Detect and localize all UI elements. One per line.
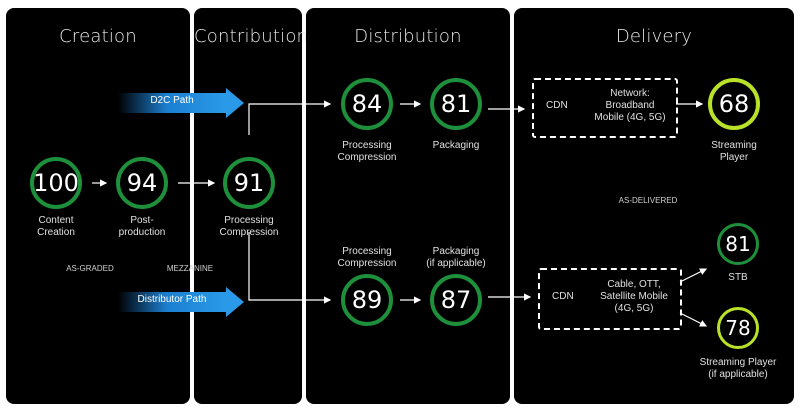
dist-packaging-node: 87 <box>430 274 482 326</box>
streaming-player-2-node: 78 <box>717 307 759 349</box>
cdn-box-bottom <box>538 268 682 330</box>
streaming-player-2-label: Streaming Player (if applicable) <box>699 357 777 380</box>
arrow-cdn-to-streaming-player-2 <box>679 312 708 327</box>
d2c-path-arrow: D2C Path <box>118 88 244 118</box>
as-graded-marker: AS-GRADED <box>66 264 114 273</box>
cdn-label-top: CDN <box>546 100 568 111</box>
dist-packaging-label: Packaging (if applicable) <box>426 246 486 269</box>
delivery-heading: Delivery <box>615 26 693 47</box>
contribution-processing-node: 91 <box>223 157 275 209</box>
network-label-top: Network: Broadband Mobile (4G, 5G) <box>594 88 666 123</box>
streaming-player-node: 68 <box>708 78 760 130</box>
contribution-heading: Contribution <box>194 26 309 47</box>
d2c-processing-label: Processing Compression <box>337 140 397 163</box>
arrow-cdn-to-stb <box>679 268 708 283</box>
distributor-path-label: Distributor Path <box>137 294 207 305</box>
distributor-path-arrow: Distributor Path <box>118 287 244 317</box>
post-production-node: 94 <box>116 157 168 209</box>
as-delivered-marker: AS-DELIVERED <box>618 196 678 205</box>
distribution-panel: Distribution <box>306 8 510 404</box>
cdn-box-top <box>532 78 678 138</box>
stb-node: 81 <box>717 223 759 265</box>
d2c-packaging-node: 81 <box>430 78 482 130</box>
distribution-heading: Distribution <box>354 26 462 47</box>
streaming-player-label: Streaming Player <box>711 140 757 163</box>
cdn-label-bottom: CDN <box>552 291 574 302</box>
creation-heading: Creation <box>59 26 137 47</box>
creation-panel: Creation <box>6 8 190 404</box>
mezzanine-marker: MEZZANINE <box>166 264 214 273</box>
post-production-label: Post- production <box>118 215 166 238</box>
d2c-path-label: D2C Path <box>150 95 194 106</box>
d2c-processing-node: 84 <box>341 78 393 130</box>
contribution-processing-label: Processing Compression <box>219 215 279 238</box>
dist-processing-node: 89 <box>341 274 393 326</box>
arrow-contribution-to-d2c <box>248 100 332 135</box>
dist-processing-label: Processing Compression <box>337 246 397 269</box>
arrow-contribution-to-distributor <box>248 232 332 304</box>
stb-label: STB <box>728 272 748 283</box>
content-creation-label: Content Creation <box>37 215 75 238</box>
network-label-bottom: Cable, OTT, Satellite Mobile (4G, 5G) <box>600 279 668 314</box>
d2c-packaging-label: Packaging <box>432 140 480 151</box>
content-creation-node: 100 <box>30 157 82 209</box>
